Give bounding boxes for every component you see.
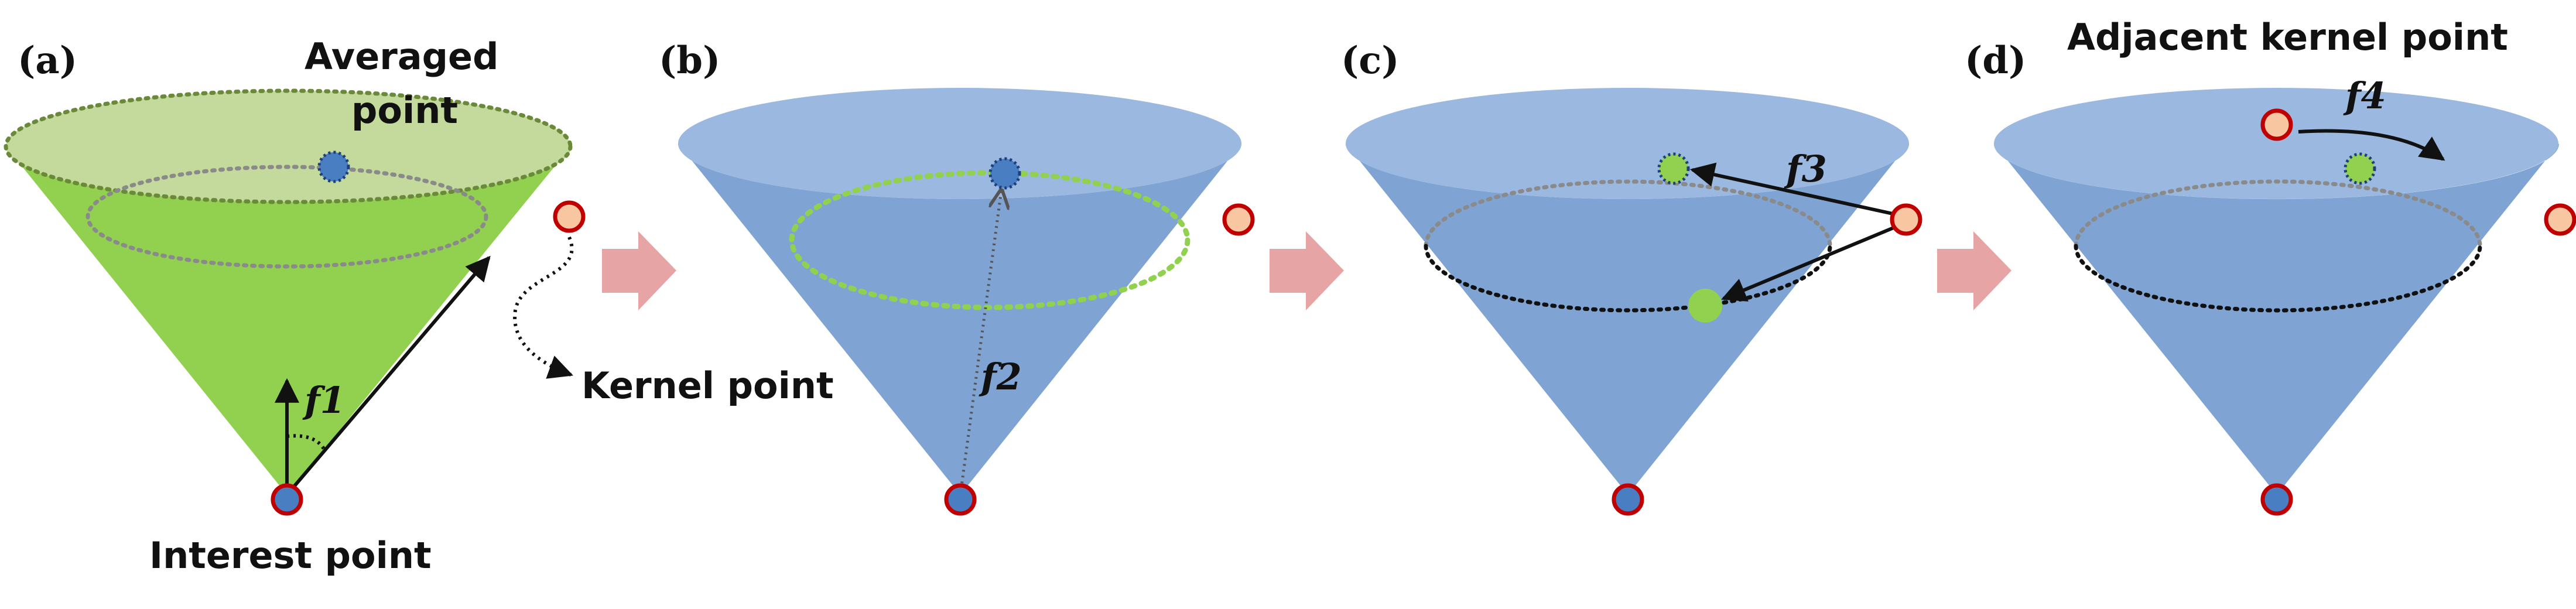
vector-to-rim	[285, 255, 491, 496]
averaged-caption-2: point	[351, 89, 458, 132]
cone-b-top	[678, 88, 1241, 199]
cone-d-top	[1994, 88, 2558, 199]
green-point-front-c	[1688, 289, 1722, 323]
vector-f4	[2298, 129, 2445, 161]
process-arrow-1	[602, 231, 676, 310]
angle-arc	[286, 434, 327, 452]
panel-a: f1 Kernel point (a) Averaged point Inter…	[4, 35, 834, 577]
cone-b-body	[678, 143, 1241, 495]
cone-c-ring-front	[1424, 244, 1832, 313]
process-arrow-2	[1270, 231, 1344, 310]
cone-a-body	[6, 146, 571, 495]
vector-f2	[959, 190, 1001, 495]
kernel-point-c	[1890, 203, 1922, 236]
panel-d-label: (d)	[1965, 39, 2026, 83]
panel-c: f3 (c)	[1341, 39, 1922, 516]
kernel-point-a	[553, 200, 586, 233]
interest-point-b	[944, 483, 977, 516]
f4-label: f4	[2343, 74, 2386, 117]
cone-d-ring-back	[2074, 179, 2482, 248]
cone-d-body	[1994, 143, 2559, 495]
cone-b-inner-ring	[789, 170, 1190, 310]
kernel-point-caption: Kernel point	[581, 364, 834, 407]
f3-label: f3	[1784, 148, 1827, 190]
cone-a-inner-ring	[85, 165, 488, 269]
interest-point-a	[271, 483, 303, 516]
kernel-point-b	[1222, 203, 1255, 236]
cone-d-ring-front	[2074, 244, 2482, 313]
f1-label: f1	[302, 379, 345, 422]
vector-f3-top	[1689, 162, 1907, 218]
kernel-point-d	[2544, 203, 2576, 236]
cone-c-top	[1346, 88, 1909, 199]
cone-c-ring-back	[1424, 179, 1832, 248]
cone-a-top	[6, 91, 570, 202]
cone-a-rim	[4, 88, 573, 204]
kernel-dotted-pointer	[513, 236, 574, 379]
panel-d: f4 (d) Adjacent kernel point	[1965, 16, 2576, 516]
interest-point-c	[1612, 483, 1644, 516]
averaged-point-b	[988, 157, 1021, 190]
panel-b: f2 (b)	[659, 39, 1255, 516]
panel-a-label: (a)	[18, 39, 77, 83]
interest-point-d	[2260, 483, 2293, 516]
interest-point-caption: Interest point	[149, 534, 432, 577]
f2-label: f2	[979, 355, 1022, 398]
process-arrow-3	[1937, 231, 2011, 310]
cone-c-body	[1346, 143, 1909, 495]
adjacent-kernel-point	[2260, 108, 2293, 141]
panel-b-label: (b)	[659, 39, 720, 83]
averaged-caption: Averaged	[305, 35, 498, 78]
panel-c-label: (c)	[1341, 39, 1400, 83]
averaged-point	[317, 150, 350, 183]
green-point-top-c	[1657, 152, 1690, 185]
vector-f3-front	[1721, 221, 1907, 302]
green-point-d	[2344, 152, 2376, 185]
adjacent-caption: Adjacent kernel point	[2067, 16, 2508, 59]
